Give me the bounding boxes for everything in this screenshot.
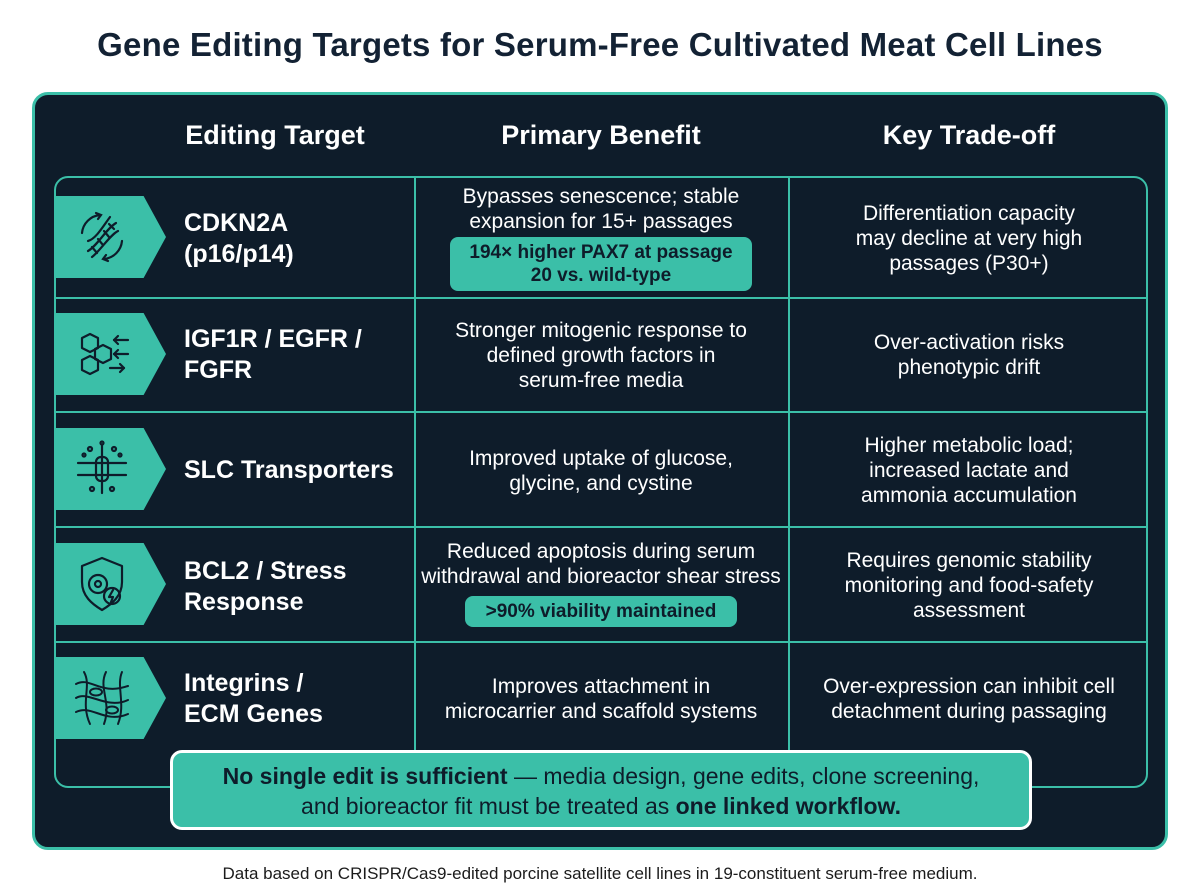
column-divider <box>414 176 416 750</box>
source-footnote: Data based on CRISPR/Cas9-edited porcine… <box>222 864 978 883</box>
target-name: SLC Transporters <box>184 456 394 484</box>
row-icon-tab <box>54 313 166 395</box>
row-icon-tab <box>54 657 166 739</box>
tradeoff-text: Higher metabolic load; increased lactate… <box>861 434 1077 507</box>
tradeoff-text: Requires genomic stability monitoring an… <box>844 549 1094 622</box>
row-icon-tab <box>54 196 166 278</box>
header-key-tradeoff: Key Trade-off <box>882 120 1056 150</box>
header-primary-benefit: Primary Benefit <box>501 120 701 150</box>
target-name: Integrins / ECM Genes <box>184 669 323 728</box>
page-title: Gene Editing Targets for Serum-Free Cult… <box>97 26 1103 63</box>
ecm-fiber-mesh-icon <box>75 671 129 725</box>
benefit-text: Stronger mitogenic response to defined g… <box>455 319 747 392</box>
row-divider <box>54 641 1148 643</box>
header-editing-target: Editing Target <box>185 120 365 150</box>
benefit-text: Improved uptake of glucose, glycine, and… <box>469 447 733 495</box>
membrane-transporter-icon <box>76 440 128 495</box>
row-divider <box>54 411 1148 413</box>
benefit-text: Improves attachment in microcarrier and … <box>444 675 758 723</box>
summary-callout: No single edit is sufficient — media des… <box>170 750 1032 830</box>
row-icon-tab <box>54 543 166 625</box>
table-panel <box>32 92 1168 850</box>
column-divider <box>788 176 790 750</box>
stat-badge: >90% viability maintained <box>465 596 737 627</box>
shield-cell-icon <box>80 556 124 612</box>
target-name: BCL2 / Stress Response <box>184 557 347 616</box>
benefit-text: Bypasses senescence; stable expansion fo… <box>462 185 740 233</box>
dna-cycle-icon <box>80 211 124 263</box>
row-divider <box>54 297 1148 299</box>
tradeoff-text: Differentiation capacity may decline at … <box>855 202 1083 275</box>
target-name: CDKN2A (p16/p14) <box>184 209 294 268</box>
benefit-text: Reduced apoptosis during serum withdrawa… <box>421 540 781 588</box>
tradeoff-text: Over-activation risks phenotypic drift <box>873 331 1065 379</box>
stat-badge: 194× higher PAX7 at passage 20 vs. wild-… <box>450 237 752 291</box>
receptor-hexagon-icon <box>80 332 130 376</box>
target-name: IGF1R / EGFR / FGFR <box>184 325 362 384</box>
row-divider <box>54 526 1148 528</box>
tradeoff-text: Over-expression can inhibit cell detachm… <box>823 675 1115 723</box>
row-icon-tab <box>54 428 166 510</box>
